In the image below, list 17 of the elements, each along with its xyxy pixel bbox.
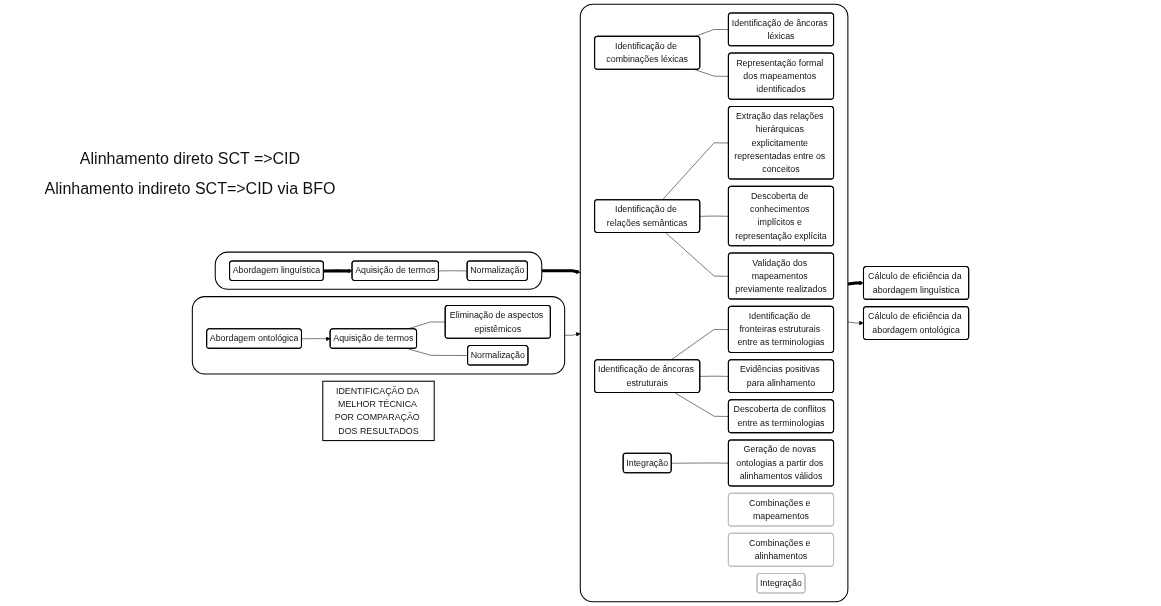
cluster bbox=[191, 296, 566, 375]
connector bbox=[699, 215, 729, 217]
arrow bbox=[323, 268, 353, 274]
connector bbox=[694, 69, 729, 77]
cluster bbox=[579, 3, 849, 603]
connector bbox=[662, 142, 729, 201]
note-text: Alinhamento indireto SCT=>CID via BFO bbox=[43, 180, 337, 198]
connector bbox=[665, 232, 729, 277]
connector bbox=[670, 329, 729, 361]
connector bbox=[438, 270, 468, 272]
connector bbox=[674, 392, 729, 417]
connector bbox=[699, 375, 729, 377]
cluster bbox=[214, 251, 543, 290]
arrow bbox=[541, 269, 581, 274]
connector bbox=[671, 462, 729, 464]
note-text: Alinhamento direto SCT =>CID bbox=[78, 150, 302, 168]
node-box: IDENTIFICAÇÃO DA MELHOR TÉCNICA POR COMPARAÇÃO DOS RESULTADOS bbox=[322, 380, 435, 442]
